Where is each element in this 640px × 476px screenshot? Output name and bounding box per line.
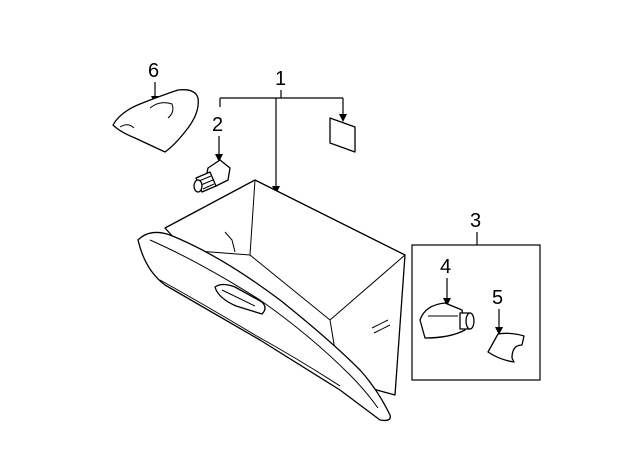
bolt-part-2 [193,159,231,193]
callout-2: 2 [212,114,223,136]
cover-part-5 [487,332,525,363]
callout-5: 5 [492,287,503,309]
callout-1: 1 [275,68,286,90]
lamp-assembly-box [411,244,541,381]
label-tag-part [329,117,356,153]
socket-part-4 [419,302,475,339]
glove-box-part-1 [137,179,406,422]
callout-6: 6 [148,60,159,82]
callout-4: 4 [440,256,451,278]
bracket-part-6 [112,89,199,153]
callout-3: 3 [470,210,481,232]
leader-1 [219,90,347,194]
